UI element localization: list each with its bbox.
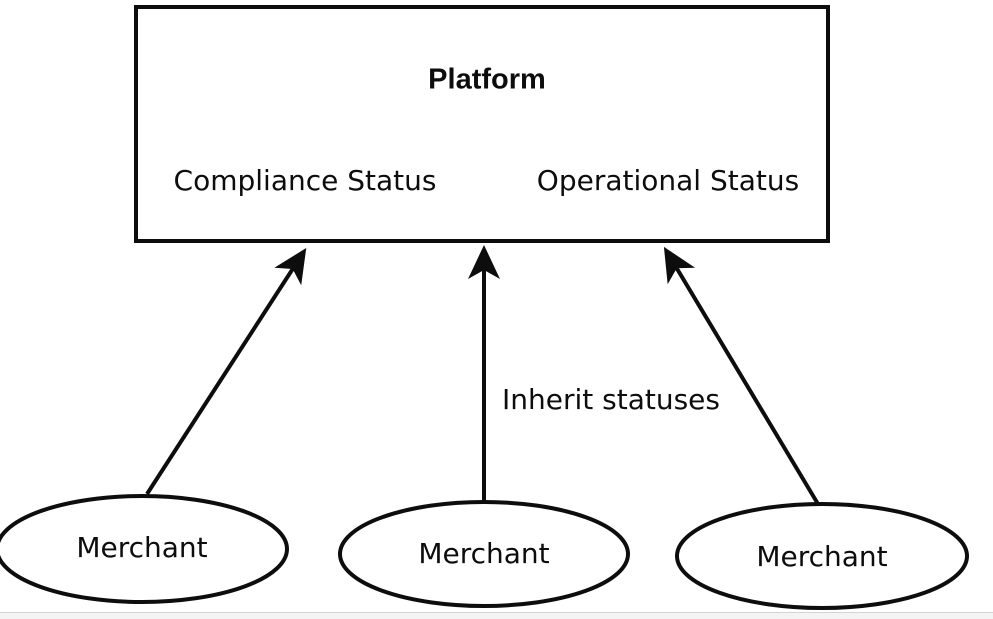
page-bottom-strip	[0, 612, 993, 619]
merchant-label-right: Merchant	[756, 540, 888, 574]
merchant-node-left	[0, 494, 289, 604]
edge-left-merchant-to-platform	[145, 247, 307, 496]
merchant-node-right	[675, 502, 969, 610]
platform-node	[134, 5, 830, 243]
merchant-label-left: Merchant	[76, 531, 208, 565]
edge-label-inherit-statuses: Inherit statuses	[502, 383, 720, 417]
edge-right-merchant-to-platform	[663, 246, 820, 506]
merchant-label-middle: Merchant	[418, 537, 550, 571]
operational-status-label: Operational Status	[536, 164, 800, 198]
platform-title: Platform	[428, 63, 546, 96]
compliance-status-label: Compliance Status	[173, 164, 437, 198]
